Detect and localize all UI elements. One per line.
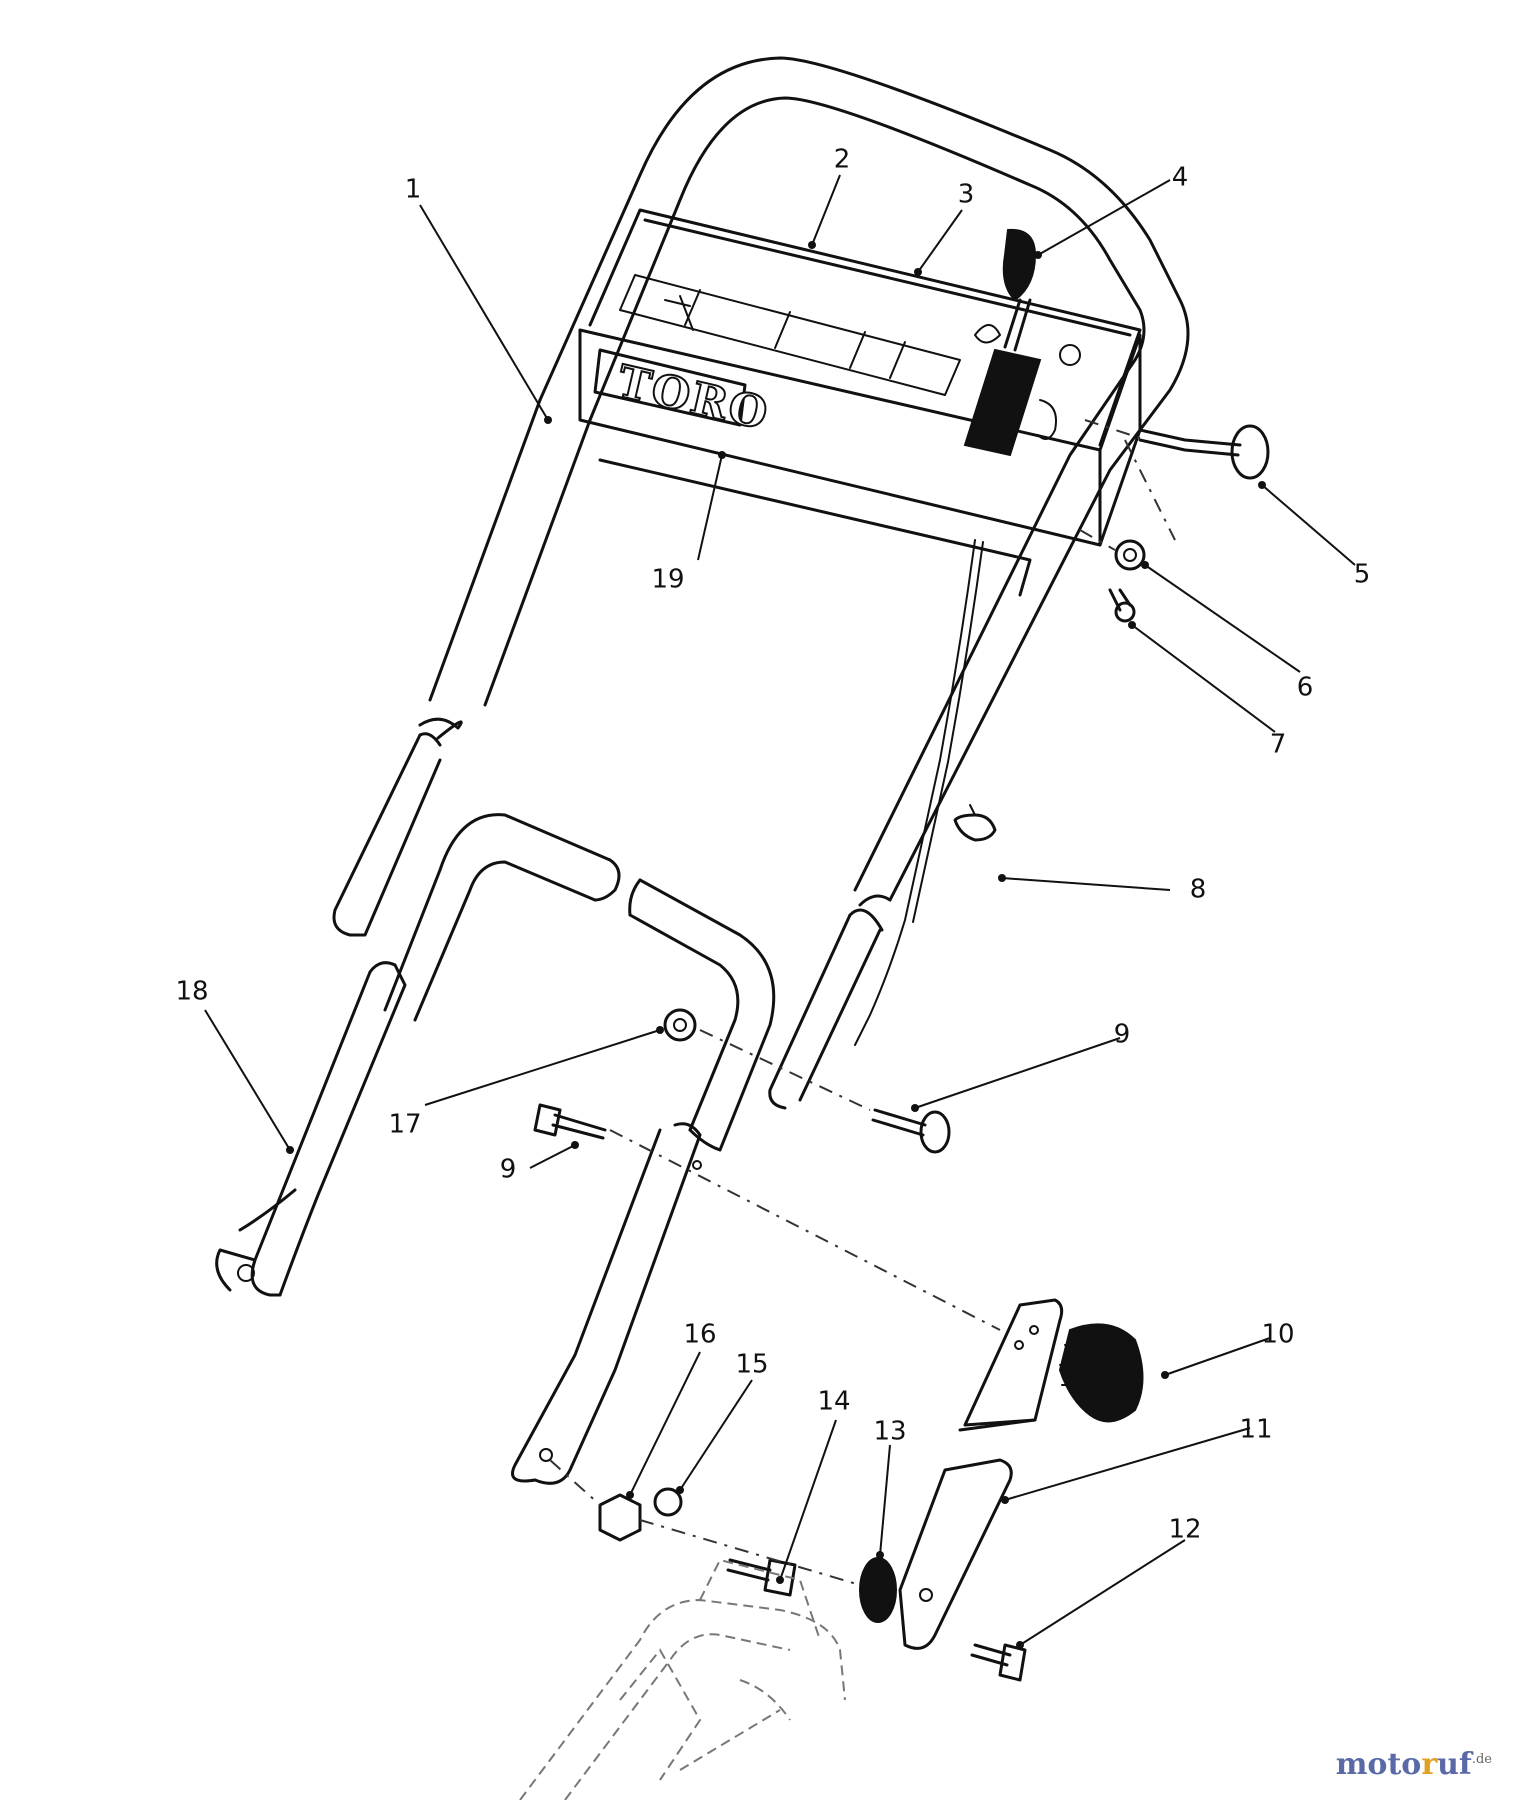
callout-6: 6 (1297, 673, 1314, 703)
deck-outline (519, 1558, 846, 1800)
callout-leaders (204, 174, 1356, 1649)
throttle-knob-icon (1002, 228, 1037, 302)
callout-7: 7 (1270, 730, 1287, 760)
callout-5: 5 (1354, 560, 1371, 590)
callout-1: 1 (405, 175, 422, 205)
assembly-lines (549, 419, 1176, 1586)
callout-4: 4 (1172, 163, 1189, 193)
adjuster-knob-icon (1058, 1323, 1144, 1423)
callout-10: 10 (1261, 1320, 1294, 1350)
callout-17: 17 (388, 1110, 421, 1140)
callout-3: 3 (958, 180, 975, 210)
callout-9-left: 9 (500, 1155, 517, 1185)
callout-8: 8 (1190, 875, 1207, 905)
callout-9-right: 9 (1114, 1020, 1131, 1050)
spacer-icon (859, 1557, 897, 1623)
callout-13: 13 (873, 1417, 906, 1447)
callout-14: 14 (817, 1387, 850, 1417)
watermark-tld: .de (1471, 1752, 1492, 1767)
fasteners (533, 424, 1270, 1682)
upper-handle (332, 56, 1190, 1110)
watermark: motoruf.de (1336, 1747, 1492, 1782)
callout-19: 19 (651, 565, 684, 595)
callout-18: 18 (175, 977, 208, 1007)
callout-16: 16 (683, 1320, 716, 1350)
watermark-part-2: r (1421, 1747, 1438, 1782)
lower-handle (215, 813, 776, 1485)
callout-2: 2 (834, 145, 851, 175)
adjuster-brackets (898, 1298, 1144, 1650)
control-panel: TORO (578, 208, 1142, 1046)
watermark-part-3: uf (1437, 1747, 1472, 1782)
callout-15: 15 (735, 1350, 768, 1380)
callout-11: 11 (1239, 1415, 1272, 1445)
watermark-part-1: moto (1335, 1747, 1422, 1782)
callout-12: 12 (1168, 1515, 1201, 1545)
callout-labels: 1 2 3 4 5 6 7 8 9 10 11 12 13 14 15 16 1… (175, 145, 1370, 1545)
